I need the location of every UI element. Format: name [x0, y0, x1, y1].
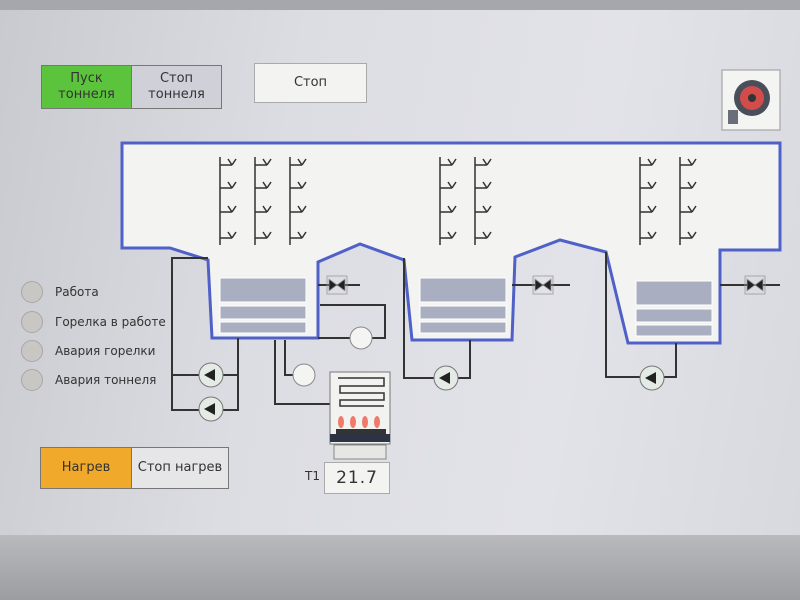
- indicator-burner-running: Горелка в работе: [21, 311, 166, 333]
- sprinkler-nozzles: [219, 156, 697, 246]
- indicator-tunnel-fault: Авария тоннеля: [21, 369, 156, 391]
- status-lamp: [21, 281, 43, 303]
- status-display: Стоп: [254, 63, 367, 103]
- valve-icons: [326, 275, 766, 295]
- start-tunnel-button[interactable]: Пуск тоннеля: [41, 65, 132, 109]
- sensor-icons: [292, 326, 373, 387]
- pipes: [171, 252, 780, 411]
- indicator-label: Работа: [55, 285, 99, 299]
- product-baskets: [219, 277, 713, 337]
- pump-icons: [198, 362, 665, 422]
- indicator-label: Авария горелки: [55, 344, 156, 358]
- screen-frame-top: [0, 0, 800, 10]
- temperature-value: 21.7: [324, 462, 390, 494]
- status-lamp: [21, 369, 43, 391]
- screen-bezel: [0, 535, 800, 600]
- status-lamp: [21, 311, 43, 333]
- fan-icon: [721, 69, 781, 131]
- indicator-burner-fault: Авария горелки: [21, 340, 155, 362]
- heater-icon: [329, 371, 391, 460]
- stop-tunnel-button[interactable]: Стоп тоннеля: [131, 65, 222, 109]
- heat-button[interactable]: Нагрев: [40, 447, 132, 489]
- stop-heat-button[interactable]: Стоп нагрев: [131, 447, 229, 489]
- indicator-label: Авария тоннеля: [55, 373, 157, 387]
- indicator-work: Работа: [21, 281, 99, 303]
- status-lamp: [21, 340, 43, 362]
- indicator-label: Горелка в работе: [55, 315, 166, 329]
- temperature-label: T1: [305, 469, 320, 483]
